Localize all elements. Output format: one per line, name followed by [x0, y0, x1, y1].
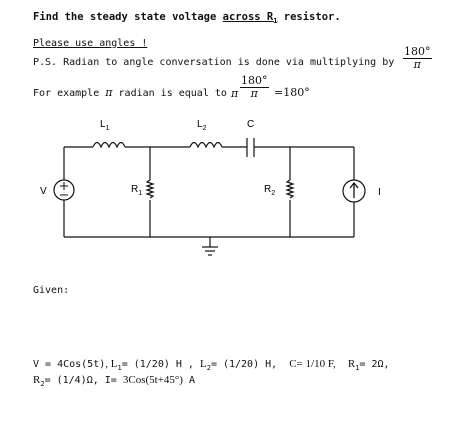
given-r2-label: R — [33, 374, 41, 386]
resistor-r2 — [285, 179, 295, 199]
example-pi: π — [105, 86, 113, 99]
example-label: For example — [33, 88, 100, 99]
given-line-2: R2= (1/4)Ω, I= 3Cos(5t+45°) A — [33, 374, 195, 388]
example-fraction-numerator: 180° — [240, 74, 269, 88]
given-l1-value: = (1/20) H , — [121, 359, 194, 370]
angles-note: Please use angles ! — [33, 38, 148, 49]
given-current-label: I= — [104, 375, 117, 386]
given-current-value: 3Cos(5t+45°) — [122, 374, 183, 386]
example-note: For example π radian is equal to — [33, 86, 227, 99]
given-l2-sub: 2 — [206, 364, 211, 372]
label-i: I — [378, 187, 381, 198]
inductor-l2-coil — [189, 141, 223, 149]
given-r1-sub: 1 — [355, 364, 360, 372]
given-l2-label: L — [199, 358, 207, 370]
inductor-l1-coil — [92, 141, 126, 149]
example-pi-multiplier: π — [231, 87, 239, 100]
current-source-icon — [342, 179, 366, 203]
ps-fraction-denominator: π — [413, 58, 421, 71]
given-capacitance: C= 1/10 F, — [289, 358, 336, 370]
ps-fraction-numerator: 180° — [403, 45, 432, 59]
given-voltage: V = 4Cos(5t) — [33, 359, 106, 370]
title-subscript: 1 — [273, 17, 278, 26]
problem-title: Find the steady state voltage across R1 … — [33, 11, 341, 25]
title-prefix: Find the steady state voltage — [33, 11, 223, 23]
label-v: V — [40, 186, 47, 197]
title-underlined-text: across R — [222, 11, 274, 23]
given-l2-value: = (1/20) H, — [210, 359, 278, 370]
given-r1-label: R — [347, 358, 356, 370]
given-r1-value: = 2Ω, — [359, 359, 390, 370]
given-l1-sub: 1 — [117, 364, 122, 372]
ps-note: P.S. Radian to angle conversation is don… — [33, 57, 395, 68]
example-result: =180° — [274, 86, 310, 99]
title-suffix: resistor. — [277, 11, 341, 23]
circuit-diagram: L1 L2 C V R1 R2 I — [40, 119, 381, 256]
example-fraction-denominator: π — [250, 87, 258, 100]
given-line-1: V = 4Cos(5t), L1= (1/20) H , L2= (1/20) … — [33, 358, 390, 372]
label-l1: L1 — [100, 119, 110, 132]
example-fraction: 180° π — [240, 75, 269, 100]
given-r2-value: = (1/4)Ω, — [44, 375, 99, 386]
given-current-unit: A — [189, 375, 196, 386]
label-c: C — [247, 119, 254, 130]
given-l1-label: , L — [105, 358, 118, 370]
label-r2: R2 — [264, 184, 275, 197]
title-underlined: across R1 — [222, 11, 278, 26]
given-label: Given: — [33, 285, 70, 296]
ps-fraction: 180° π — [403, 46, 432, 71]
given-r2-sub: 2 — [40, 380, 45, 388]
resistor-r1 — [145, 179, 155, 199]
label-l2: L2 — [197, 119, 207, 132]
voltage-source-icon — [53, 179, 75, 201]
label-r1: R1 — [131, 184, 142, 197]
example-mid-text: radian is equal to — [118, 88, 227, 99]
